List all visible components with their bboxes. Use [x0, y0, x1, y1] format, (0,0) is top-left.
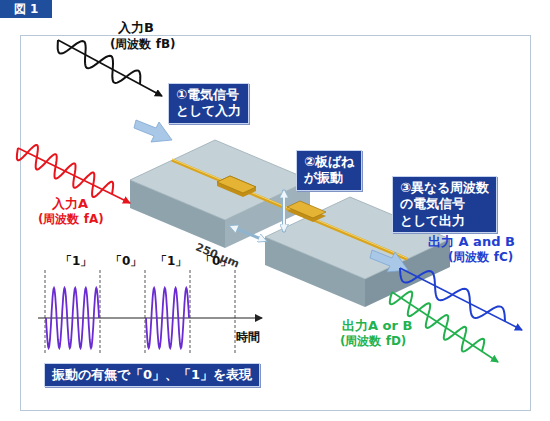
leaf-spring-highlight — [172, 159, 407, 258]
bit-value: 「1」 — [155, 254, 187, 268]
signal-name: 出力A or B — [342, 318, 412, 334]
dimension-arrow — [230, 226, 266, 241]
callout-text: 振動の有無で「0」、「1」を表現 — [52, 367, 252, 383]
frequency-label: (周波数 fA) — [38, 212, 104, 226]
vibration-arrow — [282, 190, 286, 232]
axis-label: 時間 — [236, 330, 260, 344]
frequency-label: (周波数 fD) — [340, 334, 406, 348]
frequency-label: (周波数 fB) — [110, 37, 176, 51]
burst-wave — [46, 288, 99, 348]
bit-value: 「0」 — [110, 254, 142, 268]
electrode — [287, 201, 326, 218]
left-block — [130, 140, 310, 248]
callout-text: ③異なる周波数 の電気信号 として出力 — [400, 180, 489, 229]
title-tab — [0, 0, 52, 18]
frame — [21, 36, 531, 411]
burst-wave — [146, 288, 189, 348]
figure-title: 図 1 — [0, 0, 52, 18]
step-callout: ②板ばね が振動 — [296, 150, 362, 191]
vibration-arrow-core — [283, 192, 285, 230]
input-pointer-arrow — [134, 120, 172, 142]
signal-name: 入力B — [118, 20, 154, 36]
electrode-side — [217, 176, 256, 197]
bit-divider — [45, 270, 235, 355]
bit-value: 「1」 — [60, 254, 92, 268]
signal-name: 出力 A and B — [428, 234, 515, 250]
frequency-label: (周波数 fC) — [448, 250, 513, 264]
step-callout: ①電気信号 として入力 — [168, 83, 249, 124]
input-a-wave — [17, 145, 113, 197]
step-callout: ③異なる周波数 の電気信号 として出力 — [392, 176, 497, 233]
bit-value: 「0」 — [200, 254, 232, 268]
electrode — [217, 176, 256, 193]
callout-text: ②板ばね が振動 — [304, 154, 354, 187]
caption-box: 振動の有無で「0」、「1」を表現 — [44, 363, 260, 387]
signal-name: 入力A — [52, 196, 88, 212]
callout-text: ①電気信号 として入力 — [176, 87, 241, 120]
output-and-axis — [400, 268, 522, 330]
